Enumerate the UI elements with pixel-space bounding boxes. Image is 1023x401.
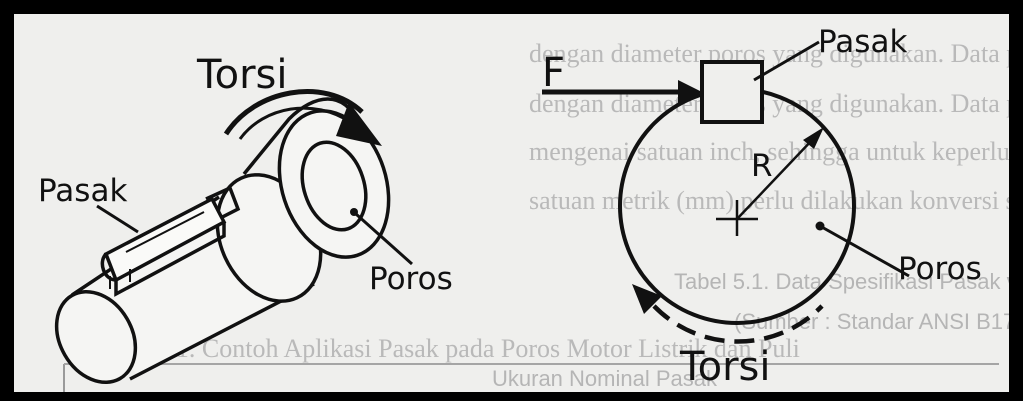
torque-arrow-left (223, 89, 382, 146)
diagram-panel: dengan diameter poros yang digunakan. Da… (14, 14, 1009, 392)
poros-left-label: Poros (369, 261, 453, 297)
torque-arrow-right-head (632, 284, 662, 314)
keyway-wall (109, 269, 131, 289)
key-top-line (125, 211, 205, 253)
key-round-end (100, 252, 117, 282)
poros-right-label: Poros (898, 251, 982, 287)
torque-arrow-right (652, 304, 824, 344)
pasak-left-label: Pasak (38, 173, 127, 209)
torsi-left-label: Torsi (196, 52, 288, 98)
pasak-right-leader (753, 40, 820, 82)
poros-right-leader (819, 224, 910, 278)
force-label: F (542, 50, 565, 96)
poros-left-dot (350, 208, 358, 216)
torsi-bottom-label: Torsi (679, 344, 771, 390)
background-line-3: mengenai satuan inch, sehingga untuk kep… (529, 137, 1009, 166)
shaft-end-face (54, 289, 138, 385)
force-arrowhead (678, 80, 702, 104)
key-square (700, 60, 764, 124)
background-table-caption: Tabel 5.1. Data Spesifikasi Pasak vs Dia… (674, 269, 1009, 294)
key-side (114, 222, 226, 297)
pasak-right-label: Pasak (818, 24, 907, 60)
background-line-1: dengan diameter poros yang digunakan. Da… (529, 39, 1009, 68)
radius-arrowhead (803, 127, 824, 149)
background-table-source: (Sumber : Standar ANSI B17.1-1967) (734, 309, 1009, 334)
key-torque-diagram: dengan diameter poros yang digunakan. Da… (38, 24, 1009, 392)
background-table-header: Ukuran Nominal Pasak (492, 366, 718, 391)
radius-line (736, 137, 815, 220)
poros-left-leader (355, 212, 413, 266)
background-line-4: satuan metrik (mm) perlu dilakukan konve… (529, 186, 1009, 215)
pasak-left-leader (96, 204, 139, 234)
hub-bore (300, 140, 368, 232)
shaft-drawing (54, 97, 391, 385)
radius-label: R (751, 148, 773, 184)
cross-section (542, 40, 910, 344)
